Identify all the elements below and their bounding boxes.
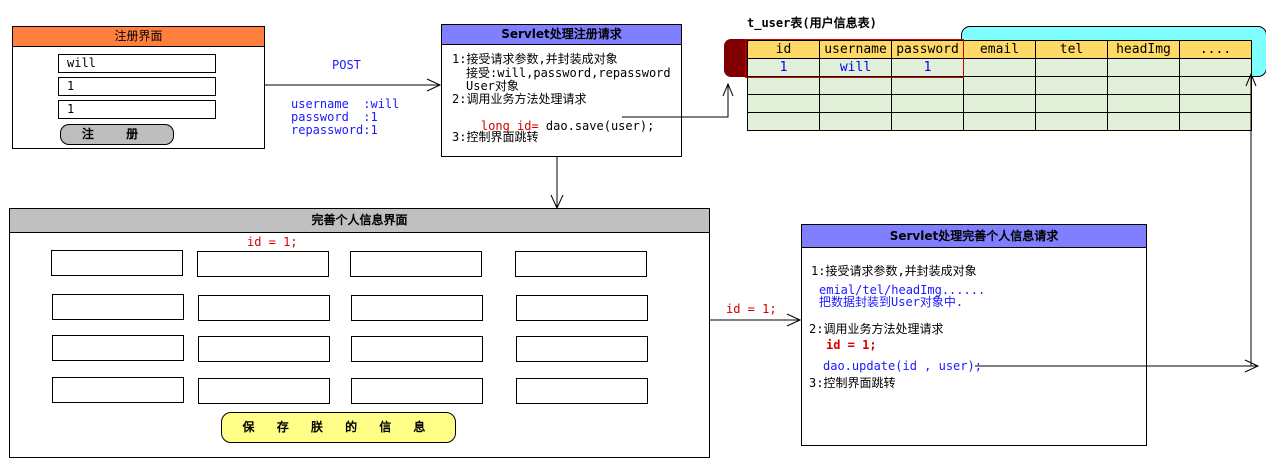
profile-id-text: id = 1;	[247, 235, 298, 249]
cell-headimg	[1107, 58, 1180, 77]
servlet-update-step1: 1:接受请求参数,并封装成对象	[811, 264, 977, 278]
table-row	[747, 94, 1252, 113]
servlet-update-id: id = 1;	[826, 338, 877, 352]
profile-form: 完善个人信息界面 id = 1; 保 存 朕 的 信 息	[9, 208, 710, 458]
post-method-label: POST	[332, 58, 361, 72]
servlet-update-step3: 3:控制界面跳转	[809, 376, 896, 390]
servlet-update-title: Servlet处理完善个人信息请求	[802, 225, 1146, 248]
profile-field[interactable]	[198, 295, 330, 321]
servlet-update-call: dao.update(id , user);	[823, 359, 982, 373]
profile-form-title: 完善个人信息界面	[10, 209, 709, 233]
post-arrowhead	[426, 78, 442, 92]
t-user-table: id username password email tel headImg .…	[747, 40, 1252, 131]
col-password: password	[891, 40, 964, 59]
table-row	[747, 76, 1252, 95]
col-id: id	[747, 40, 820, 59]
servlet-register-accept: 接受:will,password,repassword	[466, 66, 671, 80]
repassword-input[interactable]: 1	[58, 100, 216, 119]
table-header-row: id username password email tel headImg .…	[747, 40, 1252, 59]
post-param-username: username :will	[291, 97, 400, 111]
col-email: email	[963, 40, 1036, 59]
servlet-register-step3: 3:控制界面跳转	[452, 130, 539, 144]
cell-email	[963, 58, 1036, 77]
cell-password: 1	[891, 58, 964, 77]
servlet-register-title: Servlet处理注册请求	[442, 25, 681, 45]
col-username: username	[819, 40, 892, 59]
profile-field[interactable]	[52, 294, 184, 320]
profile-field[interactable]	[516, 378, 648, 404]
profile-field[interactable]	[516, 295, 648, 321]
profile-field[interactable]	[52, 335, 184, 361]
register-button[interactable]: 注 册	[60, 124, 174, 145]
update-up-arrowhead	[1245, 72, 1257, 87]
servlet-update-fields: emial/tel/headImg......	[819, 283, 986, 297]
profile-field[interactable]	[351, 378, 483, 404]
servlet-update-box: Servlet处理完善个人信息请求 1:接受请求参数,并封装成对象 emial/…	[801, 224, 1147, 446]
register-form-title: 注册界面	[13, 27, 264, 47]
profile-field[interactable]	[351, 336, 483, 362]
save-arrow	[622, 85, 729, 118]
red-row-outline	[745, 39, 964, 78]
servlet-register-box: Servlet处理注册请求 1:接受请求参数,并封装成对象 接受:will,pa…	[441, 24, 682, 157]
profile-field[interactable]	[198, 336, 330, 362]
profile-field[interactable]	[51, 250, 183, 276]
profile-field[interactable]	[516, 336, 648, 362]
servlet-register-step1: 1:接受请求参数,并封装成对象	[452, 52, 618, 66]
update-arrowhead	[1244, 359, 1260, 373]
id-arrow-label: id = 1;	[726, 302, 777, 316]
profile-field[interactable]	[351, 295, 483, 321]
register-form: 注册界面 will 1 1 注 册	[12, 26, 265, 149]
save-code-red: long id=	[480, 119, 539, 133]
servlet-update-step2: 2:调用业务方法处理请求	[809, 322, 944, 336]
save-arrowhead	[722, 82, 734, 97]
username-input[interactable]: will	[58, 54, 216, 73]
save-info-button[interactable]: 保 存 朕 的 信 息	[221, 412, 456, 443]
save-code-call: dao.save(user);	[538, 119, 655, 133]
profile-field[interactable]	[197, 251, 329, 277]
redirect-arrowhead	[550, 194, 564, 210]
profile-field[interactable]	[350, 251, 482, 277]
profile-field[interactable]	[52, 377, 184, 403]
password-input[interactable]: 1	[58, 77, 216, 96]
profile-field[interactable]	[198, 378, 330, 404]
servlet-update-wrap: 把数据封装到User对象中.	[819, 295, 964, 309]
servlet-register-step2: 2:调用业务方法处理请求	[452, 92, 587, 106]
table-title: t_user表(用户信息表)	[747, 16, 877, 30]
servlet-register-user-object: User对象	[466, 79, 519, 93]
table-row: 1 will 1	[747, 58, 1252, 77]
id-arrowhead	[786, 313, 802, 327]
profile-field[interactable]	[515, 251, 647, 277]
post-param-repassword: repassword:1	[291, 123, 378, 137]
servlet-register-code: long id= dao.save(user);	[452, 107, 654, 146]
post-param-password: password :1	[291, 110, 378, 124]
table-row	[747, 112, 1252, 131]
